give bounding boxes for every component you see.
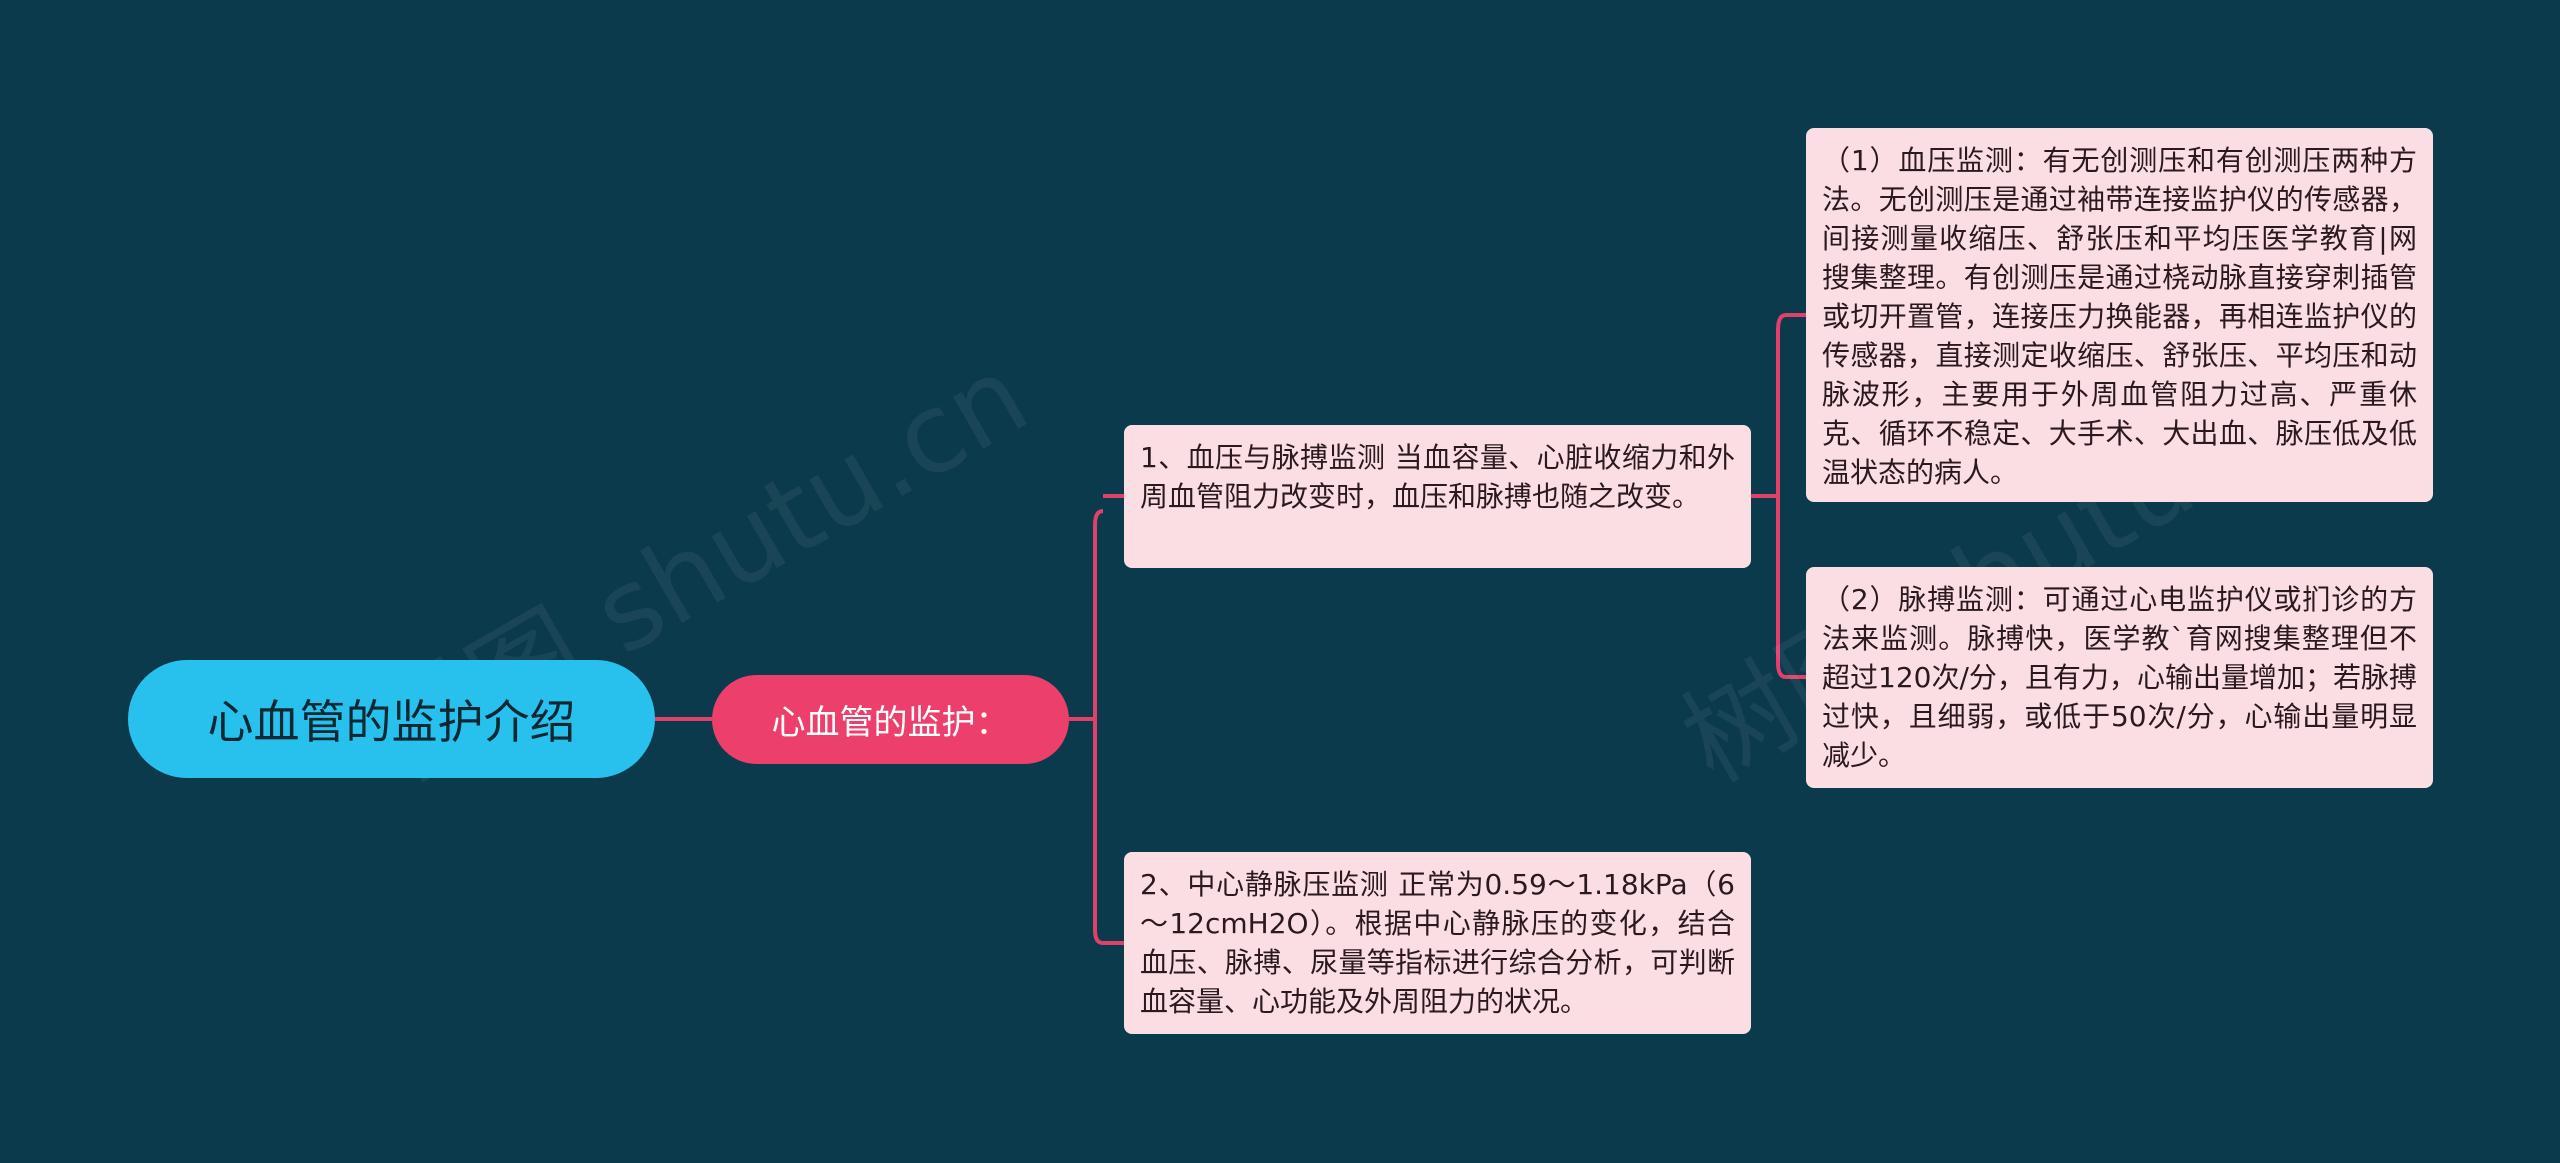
root-topic-label: 心血管的监护介绍 xyxy=(207,695,576,749)
root-topic-node[interactable]: 心血管的监护介绍 xyxy=(128,660,655,778)
topic-pulse-monitoring[interactable]: （2）脉搏监测：可通过心电监护仪或扪诊的方法来监测。脉搏快，医学教`育网搜集整理… xyxy=(1806,567,2433,788)
subtopic-label: 心血管的监护： xyxy=(771,703,1010,743)
topic-central-venous-pressure[interactable]: 2、中心静脉压监测 正常为0.59～1.18kPa（6～12cmH2O）。根据中… xyxy=(1124,852,1751,1034)
leaf1-to-children-link xyxy=(1751,313,1806,679)
topic-text: 2、中心静脉压监测 正常为0.59～1.18kPa（6～12cmH2O）。根据中… xyxy=(1140,868,1735,1018)
subtopic-node[interactable]: 心血管的监护： xyxy=(712,675,1069,764)
topic-text: （1）血压监测：有无创测压和有创测压两种方法。无创测压是通过袖带连接监护仪的传感… xyxy=(1822,144,2417,489)
topic-blood-pressure-monitoring[interactable]: （1）血压监测：有无创测压和有创测压两种方法。无创测压是通过袖带连接监护仪的传感… xyxy=(1806,128,2433,502)
topic-text: （2）脉搏监测：可通过心电监护仪或扪诊的方法来监测。脉搏快，医学教`育网搜集整理… xyxy=(1822,583,2417,772)
sub-to-leaves-link xyxy=(1069,494,1124,945)
topic-blood-pressure-pulse[interactable]: 1、血压与脉搏监测 当血容量、心脏收缩力和外周血管阻力改变时，血压和脉搏也随之改… xyxy=(1124,425,1751,568)
topic-text: 1、血压与脉搏监测 当血容量、心脏收缩力和外周血管阻力改变时，血压和脉搏也随之改… xyxy=(1140,441,1735,513)
